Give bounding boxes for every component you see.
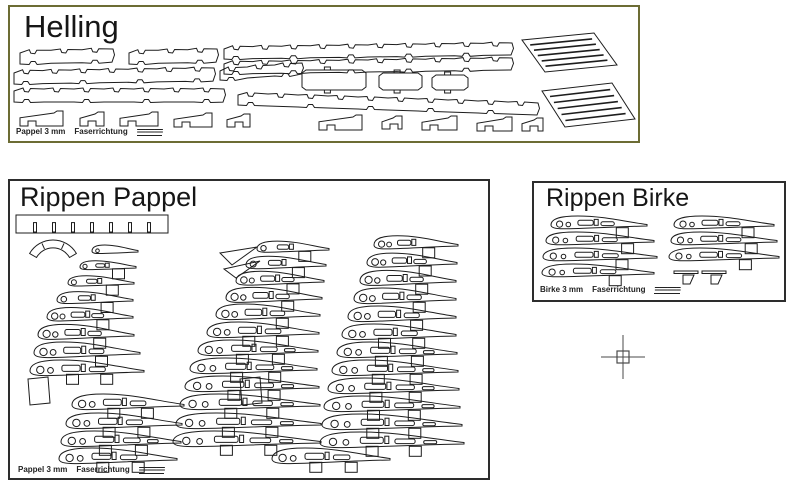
material-label: Pappel 3 mm — [16, 126, 66, 136]
panel-helling: Helling Pappel 3 mm Faserrichtung ====== — [8, 5, 640, 143]
grain-direction-symbol: ====== — [654, 283, 681, 294]
material-label: Birke 3 mm — [540, 284, 584, 294]
panel-title-rippen-birke: Rippen Birke — [546, 184, 690, 212]
grain-label: Faserrichtung — [76, 464, 130, 474]
grain-label: Faserrichtung — [592, 284, 646, 294]
helling-parts-drawing — [13, 32, 636, 132]
material-label: Pappel 3 mm — [18, 464, 68, 474]
birke-ribs-drawing — [541, 215, 780, 287]
panel-rippen-pappel: Rippen Pappel Pappel 3 mm Faserrichtung … — [8, 179, 490, 480]
panel-title-helling: Helling — [24, 9, 119, 44]
panel-title-rippen-pappel: Rippen Pappel — [20, 182, 198, 212]
birke-note: Birke 3 mm Faserrichtung ====== — [540, 283, 681, 294]
panel-rippen-birke: Rippen Birke Birke 3 mm Faserrichtung ==… — [532, 181, 786, 302]
grain-label: Faserrichtung — [74, 126, 128, 136]
grain-direction-symbol: ====== — [138, 463, 165, 474]
helling-note: Pappel 3 mm Faserrichtung ====== — [16, 125, 163, 136]
grain-direction-symbol: ====== — [136, 125, 163, 136]
pappel-note: Pappel 3 mm Faserrichtung ====== — [18, 463, 165, 474]
registration-crosshair-mark — [601, 335, 645, 379]
pappel-ribs-drawing — [15, 214, 465, 473]
